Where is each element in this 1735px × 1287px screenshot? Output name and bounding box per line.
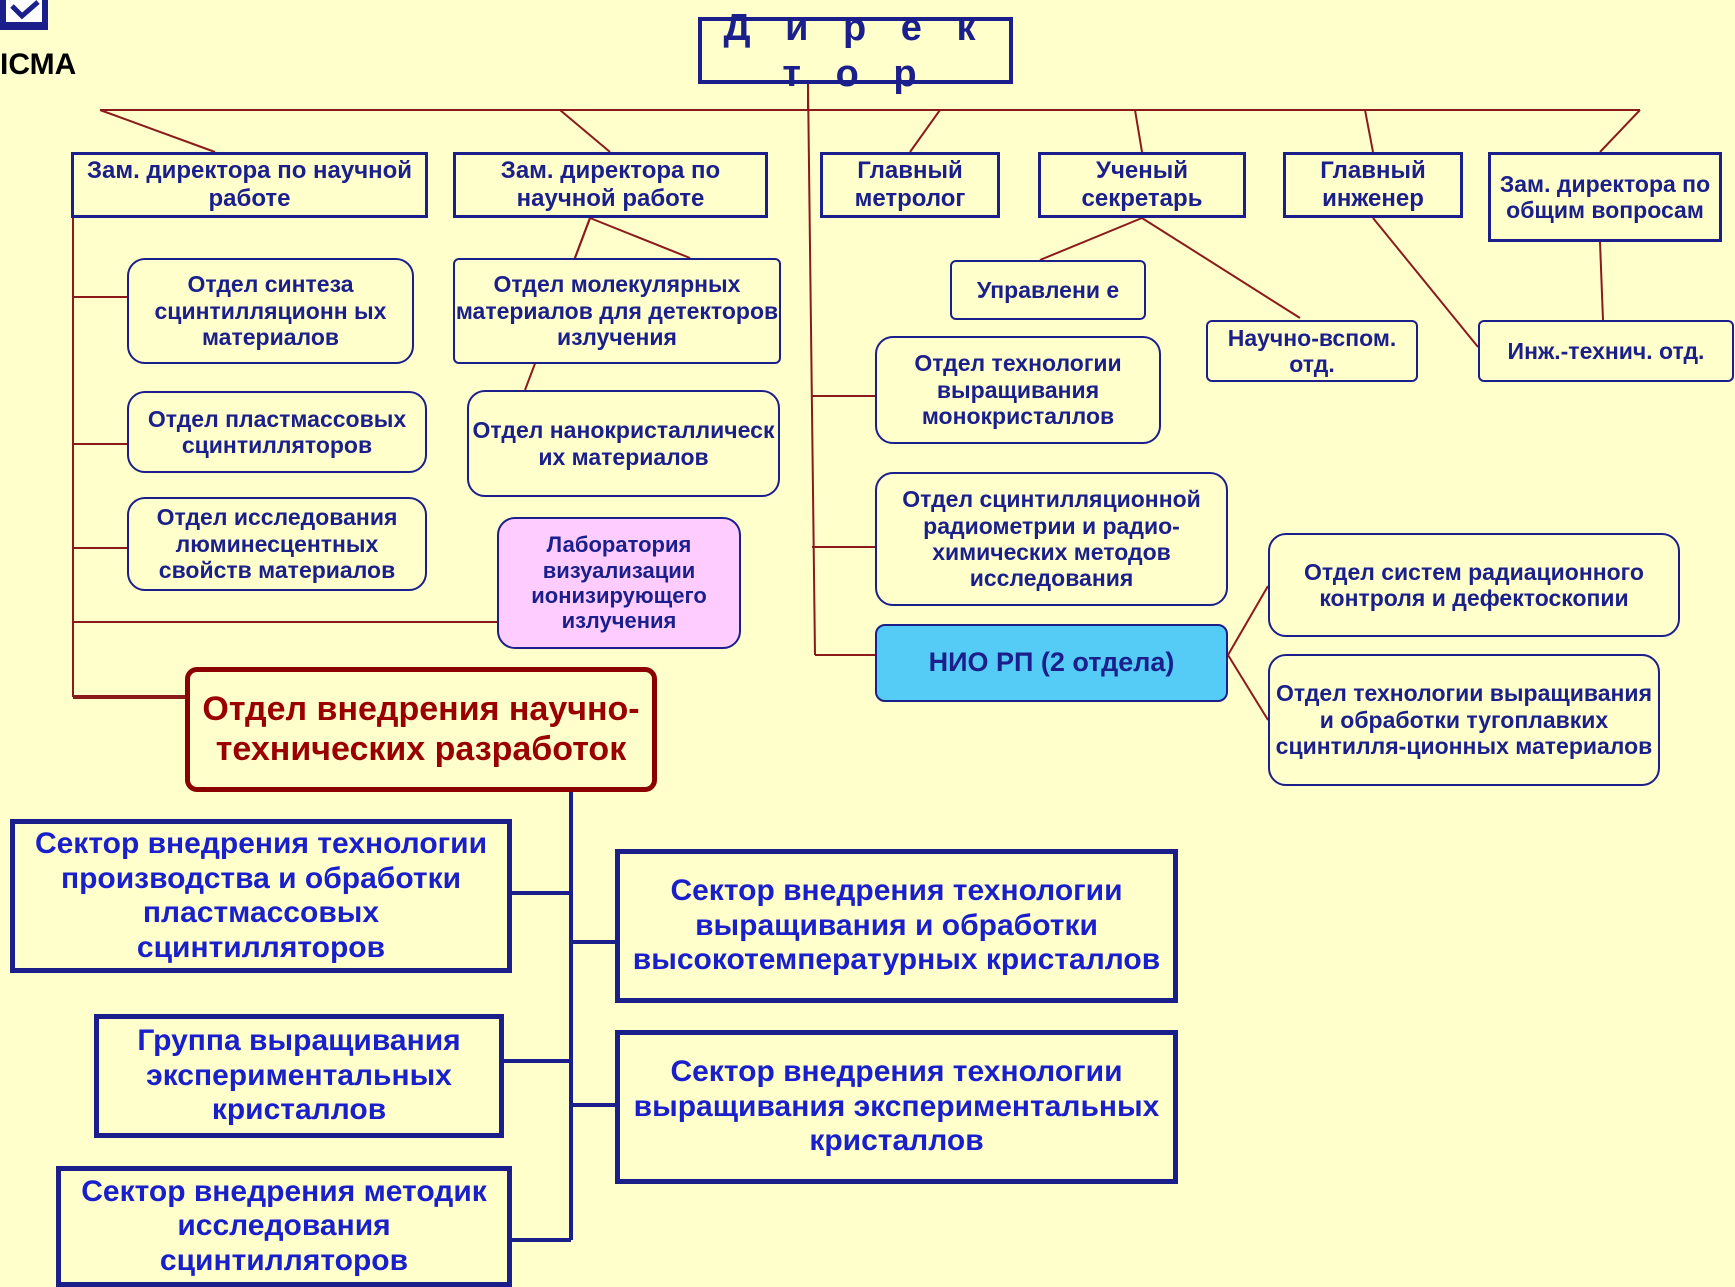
dept-refractory-box: Отдел технологии выращивания и обработки… bbox=[1268, 654, 1660, 786]
chief-metrologist-box: Главный метролог bbox=[820, 152, 1000, 218]
sector-experimental-box: Сектор внедрения технологии выращивания … bbox=[615, 1030, 1178, 1184]
scientific-secretary-box: Ученый секретарь bbox=[1038, 152, 1246, 218]
deputy-science-1-box: Зам. директора по научной работе bbox=[71, 152, 428, 218]
lab-visualization-box: Лаборатория визуализации ионизирующего и… bbox=[497, 517, 741, 649]
dept-radiation-control-box: Отдел систем радиационного контроля и де… bbox=[1268, 533, 1680, 637]
implementation-dept-box: Отдел внедрения научно-технических разра… bbox=[185, 667, 657, 792]
management-box: Управлени е bbox=[950, 260, 1146, 320]
eng-tech-box: Инж.-технич. отд. bbox=[1478, 320, 1734, 382]
nio-rp-box: НИО РП (2 отдела) bbox=[875, 624, 1228, 702]
deputy-general-box: Зам. директора по общим вопросам bbox=[1488, 152, 1722, 242]
dept-luminescent-box: Отдел исследования люминесцентных свойст… bbox=[127, 497, 427, 591]
deputy-science-2-box: Зам. директора по научной работе bbox=[453, 152, 768, 218]
director-box: Д и р е к т о р bbox=[698, 7, 1013, 95]
sci-aux-box: Научно-вспом. отд. bbox=[1206, 320, 1418, 382]
dept-monocrystal-box: Отдел технологии выращивания монокристал… bbox=[875, 336, 1161, 444]
dept-plastic-box: Отдел пластмассовых сцинтилляторов bbox=[127, 391, 427, 473]
chief-engineer-box: Главный инженер bbox=[1283, 152, 1463, 218]
sector-methods-box: Сектор внедрения методик исследования сц… bbox=[56, 1166, 512, 1287]
sector-plastic-box: Сектор внедрения технологии производства… bbox=[10, 819, 512, 973]
sector-hightemp-box: Сектор внедрения технологии выращивания … bbox=[615, 849, 1178, 1003]
dept-radiometry-box: Отдел сцинтилляционной радиометрии и рад… bbox=[875, 472, 1228, 606]
logo-icon bbox=[0, 0, 48, 30]
dept-synthesis-box: Отдел синтеза сцинтилляционн ых материал… bbox=[127, 258, 414, 364]
dept-nanocrystal-box: Отдел нанокристаллическ их материалов bbox=[467, 390, 780, 497]
logo-text: ІСМА bbox=[0, 48, 77, 81]
group-growth-box: Группа выращивания экспериментальных кри… bbox=[94, 1014, 504, 1138]
dept-molecular-box: Отдел молекулярных материалов для детект… bbox=[453, 258, 781, 364]
